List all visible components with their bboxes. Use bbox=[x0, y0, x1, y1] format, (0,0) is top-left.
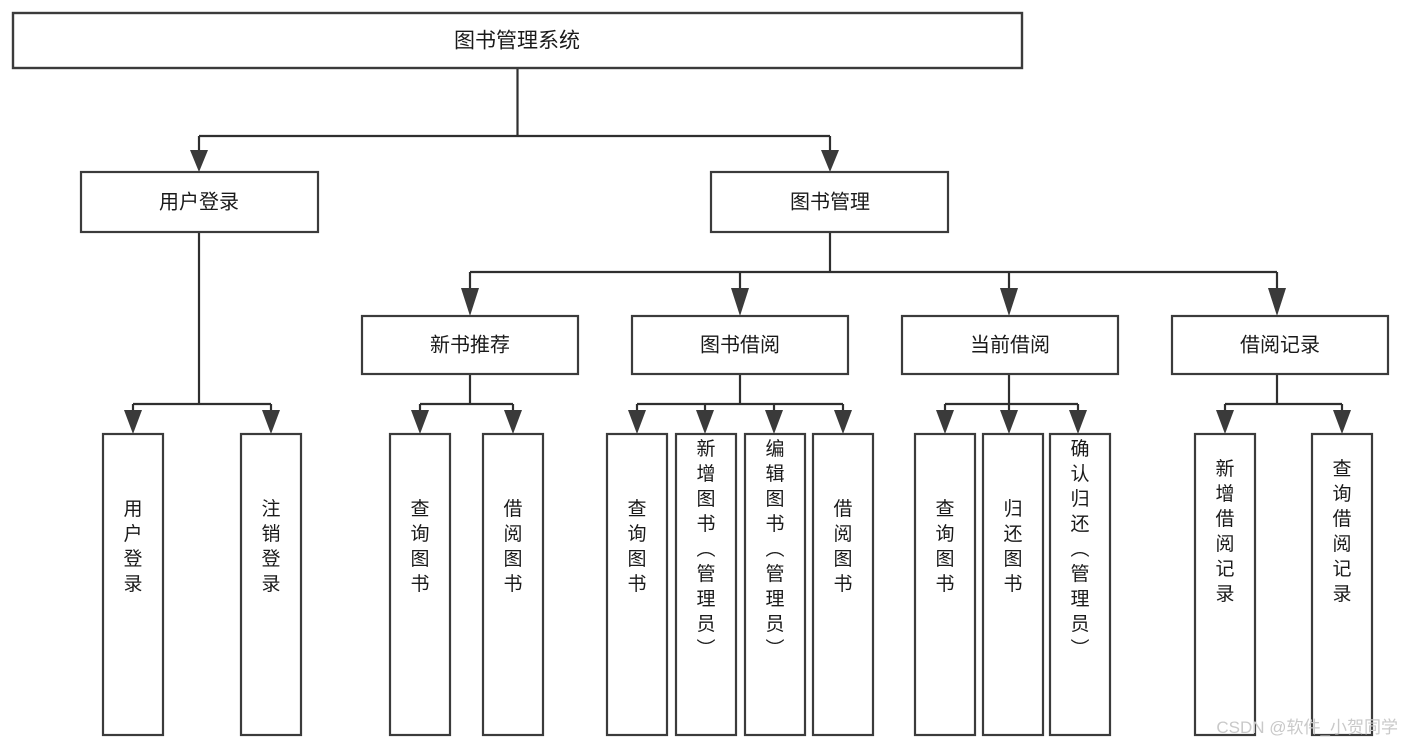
arrow-head-leaf-query-book-2 bbox=[628, 410, 646, 434]
node-new-book-recommend[interactable]: 新书推荐 bbox=[360, 314, 580, 376]
node-borrow-record[interactable]: 借阅记录 bbox=[1170, 314, 1390, 376]
arrow-head-leaf-query-book-3 bbox=[936, 410, 954, 434]
node-current-borrow-box[interactable] bbox=[900, 314, 1120, 376]
arrow-head-leaf-return-book bbox=[1000, 410, 1018, 434]
node-book-management-box[interactable] bbox=[709, 170, 950, 234]
arrow-head-leaf-edit-book bbox=[765, 410, 783, 434]
arrow-head-leaf-add-record bbox=[1216, 410, 1234, 434]
leaf-user-login-label: 用户登录 bbox=[123, 499, 142, 595]
arrow-head-leaf-borrow-book-2 bbox=[834, 410, 852, 434]
leaf-query-book-3-label: 查询图书 bbox=[935, 498, 954, 595]
arrow-head-book-borrow bbox=[731, 288, 749, 316]
node-book-borrow[interactable]: 图书借阅 bbox=[630, 314, 850, 376]
arrow-head-leaf-user-login bbox=[124, 410, 142, 434]
leaf-query-book-2-label: 查询图书 bbox=[627, 498, 646, 595]
node-user-login-box[interactable] bbox=[79, 170, 320, 234]
node-root[interactable]: 图书管理系统 bbox=[11, 11, 1024, 70]
node-book-borrow-box[interactable] bbox=[630, 314, 850, 376]
arrow-head-leaf-query-book-1 bbox=[411, 410, 429, 434]
leaf-logout-box[interactable] bbox=[239, 432, 303, 737]
leaf-add-record-box[interactable] bbox=[1193, 432, 1257, 737]
leaf-query-book-1[interactable]: 查询图书 bbox=[388, 432, 452, 737]
leaf-borrow-book-1[interactable]: 借阅图书 bbox=[481, 432, 545, 737]
arrow-head-leaf-add-book bbox=[696, 410, 714, 434]
leaf-edit-book-box[interactable] bbox=[743, 432, 807, 737]
leaf-add-book-label: 新增图书︵管理员︶ bbox=[696, 438, 715, 660]
connector-group-book-borrow-to-leaves bbox=[628, 374, 852, 434]
leaf-add-book-box[interactable] bbox=[674, 432, 738, 737]
arrow-head-user-login bbox=[190, 150, 208, 172]
node-user-login[interactable]: 用户登录 bbox=[79, 170, 320, 234]
leaf-query-book-2-box[interactable] bbox=[605, 432, 669, 737]
node-borrow-record-box[interactable] bbox=[1170, 314, 1390, 376]
leaf-query-record[interactable]: 查询借阅记录 bbox=[1310, 432, 1374, 737]
arrow-head-leaf-query-record bbox=[1333, 410, 1351, 434]
node-new-book-recommend-box[interactable] bbox=[360, 314, 580, 376]
arrow-head-leaf-confirm-return bbox=[1069, 410, 1087, 434]
arrow-head-leaf-logout bbox=[262, 410, 280, 434]
leaf-borrow-book-2[interactable]: 借阅图书 bbox=[811, 432, 875, 737]
leaf-borrow-book-2-label: 借阅图书 bbox=[833, 498, 852, 595]
node-book-management[interactable]: 图书管理 bbox=[709, 170, 950, 234]
leaf-query-book-3[interactable]: 查询图书 bbox=[913, 432, 977, 737]
leaf-query-book-1-box[interactable] bbox=[388, 432, 452, 737]
node-book-management-label: 图书管理 bbox=[790, 190, 870, 213]
node-new-book-recommend-label: 新书推荐 bbox=[430, 333, 510, 356]
leaf-confirm-return-label: 确认归还︵管理员︶ bbox=[1070, 438, 1089, 660]
arrow-head-book-management bbox=[821, 150, 839, 172]
leaf-confirm-return[interactable]: 确认归还︵管理员︶ bbox=[1048, 432, 1112, 737]
arrow-head-borrow-record bbox=[1268, 288, 1286, 316]
node-current-borrow[interactable]: 当前借阅 bbox=[900, 314, 1120, 376]
node-current-borrow-label: 当前借阅 bbox=[970, 333, 1050, 356]
node-borrow-record-label: 借阅记录 bbox=[1240, 333, 1320, 356]
node-book-borrow-label: 图书借阅 bbox=[700, 333, 780, 356]
leaf-user-login[interactable]: 用户登录 bbox=[101, 432, 165, 737]
node-root-box[interactable] bbox=[11, 11, 1024, 70]
leaf-edit-book[interactable]: 编辑图书︵管理员︶ bbox=[743, 432, 807, 737]
leaf-borrow-book-1-box[interactable] bbox=[481, 432, 545, 737]
leaf-query-book-1-label: 查询图书 bbox=[410, 498, 429, 595]
arrow-head-new-book bbox=[461, 288, 479, 316]
leaf-query-record-box[interactable] bbox=[1310, 432, 1374, 737]
leaf-add-record-label: 新增借阅记录 bbox=[1215, 458, 1234, 605]
watermark-text: CSDN @软件_小贺同学 bbox=[1216, 718, 1398, 737]
connector-group-borrow-record-to-leaves bbox=[1216, 374, 1351, 434]
leaf-edit-book-label: 编辑图书︵管理员︶ bbox=[765, 438, 784, 660]
leaf-confirm-return-box[interactable] bbox=[1048, 432, 1112, 737]
connector-group-root-to-level2 bbox=[190, 68, 839, 172]
node-root-label: 图书管理系统 bbox=[454, 30, 580, 53]
leaf-add-record[interactable]: 新增借阅记录 bbox=[1193, 432, 1257, 737]
leaf-return-book-label: 归还图书 bbox=[1003, 498, 1022, 595]
arrow-head-current-borrow bbox=[1000, 288, 1018, 316]
leaf-query-book-2[interactable]: 查询图书 bbox=[605, 432, 669, 737]
leaf-query-record-label: 查询借阅记录 bbox=[1332, 458, 1351, 605]
connector-group-user-login-to-leaves bbox=[124, 232, 280, 434]
leaf-add-book[interactable]: 新增图书︵管理员︶ bbox=[674, 432, 738, 737]
connector-group-book-management-to-level3 bbox=[461, 232, 1286, 316]
leaf-logout-label: 注销登录 bbox=[261, 498, 280, 595]
connector-group-new-book-to-leaves bbox=[411, 374, 522, 434]
leaf-logout[interactable]: 注销登录 bbox=[239, 432, 303, 737]
leaf-user-login-box[interactable] bbox=[101, 432, 165, 737]
leaf-borrow-book-1-label: 借阅图书 bbox=[503, 498, 522, 595]
node-user-login-label: 用户登录 bbox=[159, 190, 239, 213]
arrow-head-leaf-borrow-book-1 bbox=[504, 410, 522, 434]
leaf-return-book-box[interactable] bbox=[981, 432, 1045, 737]
leaf-borrow-book-2-box[interactable] bbox=[811, 432, 875, 737]
connector-group-current-borrow-to-leaves bbox=[936, 374, 1087, 434]
leaf-return-book[interactable]: 归还图书 bbox=[981, 432, 1045, 737]
leaf-query-book-3-box[interactable] bbox=[913, 432, 977, 737]
